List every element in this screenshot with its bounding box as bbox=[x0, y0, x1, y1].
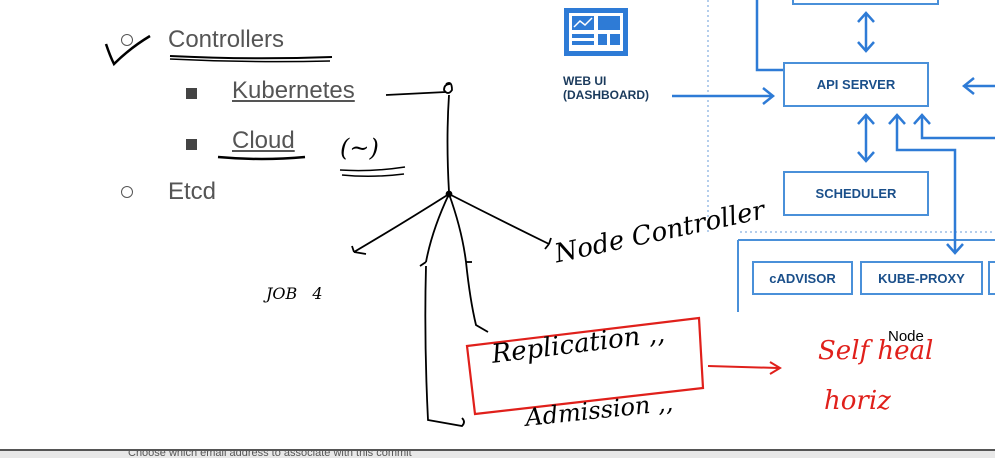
self-heal-note: Self heal bbox=[818, 336, 934, 366]
underline-controllers bbox=[169, 55, 333, 60]
cadvisor-box: cADVISOR bbox=[752, 261, 853, 295]
web-ui-arrow bbox=[672, 87, 776, 105]
commit-email-hint: Choose which email address to associate … bbox=[128, 449, 412, 458]
double-arrow-scheduler bbox=[857, 113, 875, 163]
square-bullet-2 bbox=[186, 139, 197, 150]
node-frame bbox=[737, 239, 995, 312]
cloud-label: Cloud bbox=[232, 127, 295, 154]
web-ui-label: WEB UI (DASHBOARD) bbox=[563, 74, 649, 102]
bottom-bar: Choose which email address to associate … bbox=[0, 449, 995, 458]
outline-item-cloud: Cloud bbox=[232, 127, 295, 155]
check-mark bbox=[104, 34, 151, 67]
api-server-label: API SERVER bbox=[816, 77, 896, 92]
kubernetes-label: Kubernetes bbox=[232, 77, 355, 104]
routing-arrows bbox=[888, 113, 995, 255]
scheduler-box: SCHEDULER bbox=[783, 171, 929, 216]
red-arrow bbox=[707, 361, 782, 375]
etcd-label: Etcd bbox=[168, 178, 217, 205]
left-bracket-line bbox=[755, 0, 783, 72]
job-number: 4 bbox=[312, 284, 323, 303]
square-bullet-1 bbox=[186, 88, 197, 99]
right-arrow-into-api bbox=[961, 77, 995, 95]
hollow-bullet-1 bbox=[121, 34, 133, 46]
web-ui-line1: WEB UI bbox=[563, 74, 607, 88]
horiz-note: horiz bbox=[824, 386, 891, 416]
dashboard-icon bbox=[564, 8, 628, 56]
controllers-label: Controllers bbox=[168, 26, 285, 53]
top-box-partial bbox=[792, 0, 939, 5]
underline-cloud bbox=[217, 155, 306, 161]
underline-cloud-note bbox=[339, 166, 406, 172]
job-note: JOB 4 bbox=[266, 284, 323, 303]
web-ui-line2: (DASHBOARD) bbox=[563, 88, 649, 102]
controller-tree bbox=[351, 81, 552, 427]
cadvisor-label: cADVISOR bbox=[769, 270, 836, 286]
kube-proxy-label: KUBE-PROXY bbox=[878, 270, 965, 286]
outline-item-kubernetes: Kubernetes bbox=[232, 77, 355, 105]
underline-controllers-2 bbox=[169, 58, 331, 63]
hollow-bullet-2 bbox=[121, 186, 133, 198]
job-label: JOB bbox=[266, 284, 298, 303]
replication-box bbox=[465, 316, 705, 416]
kube-proxy-box: KUBE-PROXY bbox=[860, 261, 983, 295]
kubernetes-connector bbox=[385, 91, 447, 96]
underline-cloud-note-2 bbox=[341, 173, 405, 178]
outline-item-controllers: Controllers bbox=[168, 26, 284, 54]
cloud-note: (~) bbox=[340, 134, 379, 162]
double-arrow-top bbox=[857, 11, 875, 53]
api-server-box: API SERVER bbox=[783, 62, 929, 107]
scheduler-label: SCHEDULER bbox=[815, 186, 897, 201]
outline-item-etcd: Etcd bbox=[168, 178, 216, 206]
node-label: Node bbox=[888, 328, 924, 345]
partial-box-right bbox=[988, 261, 995, 295]
